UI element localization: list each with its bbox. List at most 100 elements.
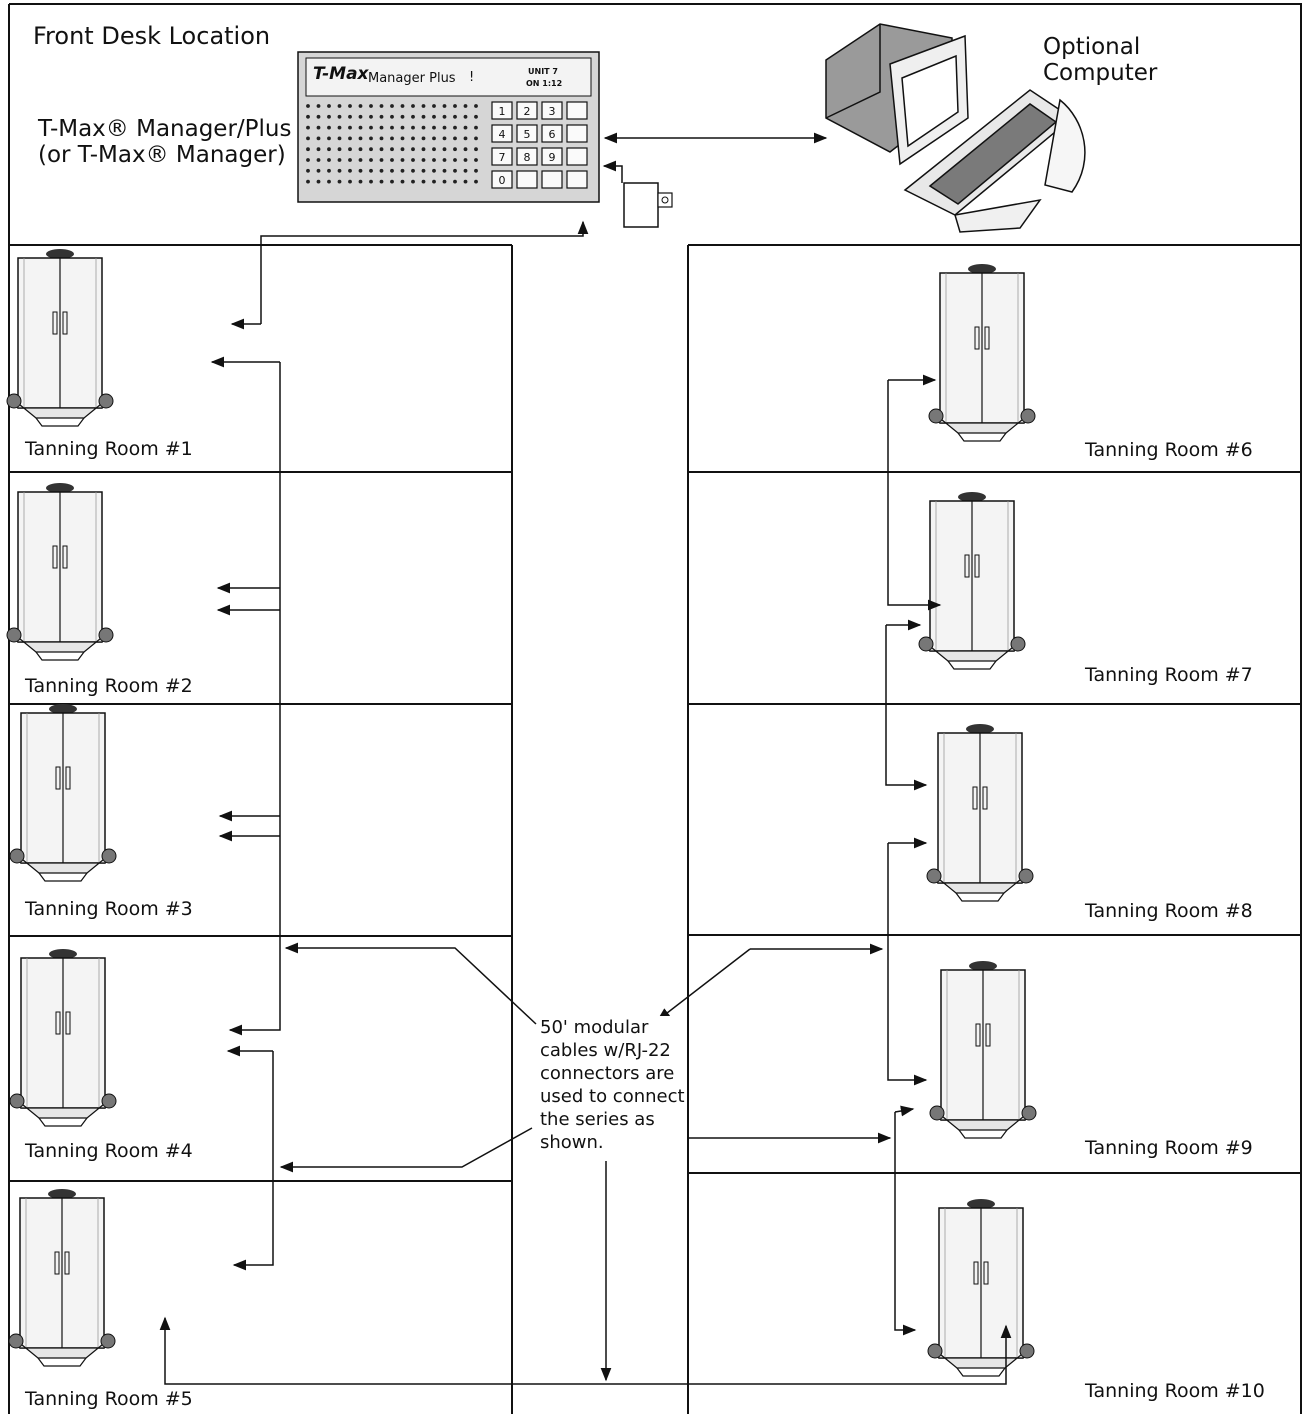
keypad-key — [541, 101, 563, 120]
room-label-7: Tanning Room #7 — [1085, 664, 1253, 686]
cable-note-line: the series as — [540, 1109, 655, 1130]
tanning-booth — [6, 248, 114, 427]
keypad-key — [516, 124, 538, 143]
room-label-10: Tanning Room #10 — [1085, 1380, 1265, 1402]
unit-indicator-grid — [306, 104, 478, 184]
keypad-key — [541, 124, 563, 143]
unit-indicator — [390, 147, 394, 152]
unit-indicator — [474, 104, 478, 108]
tanning-booth — [9, 703, 117, 882]
tanning-booth — [6, 482, 114, 661]
tanning-booth — [926, 723, 1034, 902]
unit-indicator — [390, 125, 394, 130]
keypad-key-label: 8 — [524, 151, 531, 164]
keypad-key — [516, 101, 538, 120]
unit-indicator — [442, 104, 447, 108]
unit-indicator — [358, 136, 363, 141]
unit-indicator — [348, 114, 352, 119]
unit-indicator — [453, 114, 457, 119]
manager-model: Manager Plus — [368, 71, 456, 86]
unit-indicator — [316, 168, 321, 173]
unit-indicator — [358, 147, 363, 152]
keypad-key-label: 4 — [499, 128, 506, 141]
unit-indicator — [390, 136, 394, 141]
keypad-key — [516, 147, 538, 166]
unit-indicator — [474, 147, 478, 152]
unit-indicator — [463, 104, 468, 108]
unit-indicator — [348, 125, 352, 130]
room-label-1: Tanning Room #1 — [25, 438, 193, 460]
unit-indicator — [327, 147, 331, 152]
cable-line — [656, 948, 751, 1021]
unit-indicator — [358, 114, 363, 119]
unit-indicator — [474, 179, 478, 184]
manager-brand: T-Max — [313, 64, 369, 84]
unit-indicator — [463, 179, 468, 184]
unit-indicator — [390, 168, 394, 173]
unit-indicator — [306, 168, 310, 173]
unit-indicator — [348, 136, 352, 141]
unit-indicator — [358, 168, 363, 173]
unit-indicator — [379, 179, 384, 184]
manager-display-line2: ON 1:12 — [526, 79, 563, 88]
keypad-key — [541, 170, 563, 189]
room-label-3: Tanning Room #3 — [25, 898, 193, 920]
unit-indicator — [316, 158, 321, 162]
unit-indicator — [411, 179, 415, 184]
cable-line — [894, 1112, 917, 1336]
keypad-key-label: 6 — [549, 128, 556, 141]
unit-indicator — [337, 147, 342, 152]
room-label-5: Tanning Room #5 — [25, 1388, 193, 1410]
keypad-key-label: 3 — [549, 105, 556, 118]
cable-line — [279, 1127, 533, 1173]
unit-indicator — [411, 125, 415, 130]
keypad-key-label: 1 — [499, 105, 506, 118]
cable-note-line: used to connect — [540, 1086, 685, 1107]
keypad-key-label: 9 — [549, 151, 556, 164]
cable-line — [606, 1324, 1012, 1385]
cable-line — [887, 380, 942, 611]
cable-line — [260, 220, 589, 324]
unit-indicator — [400, 179, 405, 184]
keypad-key — [566, 124, 588, 143]
cable-note-line: cables w/RJ-22 — [540, 1040, 671, 1061]
unit-indicator — [390, 158, 394, 162]
unit-indicator — [453, 147, 457, 152]
unit-indicator — [316, 114, 321, 119]
unit-indicator — [432, 114, 436, 119]
unit-indicator — [348, 158, 352, 162]
keypad-key-label: 7 — [499, 151, 506, 164]
unit-indicator — [421, 136, 426, 141]
unit-indicator — [379, 104, 384, 108]
unit-indicator — [306, 136, 310, 141]
unit-indicator — [316, 147, 321, 152]
unit-indicator — [421, 179, 426, 184]
power-adapter — [623, 182, 659, 228]
unit-indicator — [369, 114, 373, 119]
unit-indicator — [474, 125, 478, 130]
unit-indicator — [327, 104, 331, 108]
room-label-4: Tanning Room #4 — [25, 1140, 193, 1162]
unit-indicator — [337, 104, 342, 108]
keypad-key — [516, 170, 538, 189]
unit-indicator — [421, 158, 426, 162]
unit-indicator — [348, 179, 352, 184]
unit-indicator — [369, 158, 373, 162]
cable-line — [228, 362, 281, 1036]
cable-line — [284, 942, 537, 1025]
unit-indicator — [369, 179, 373, 184]
tanning-booth — [927, 1198, 1035, 1377]
unit-indicator — [369, 136, 373, 141]
unit-indicator — [432, 136, 436, 141]
unit-indicator — [432, 179, 436, 184]
manager-label-line2: (or T-Max® Manager) — [38, 142, 286, 168]
unit-indicator — [463, 114, 468, 119]
unit-indicator — [474, 168, 478, 173]
unit-indicator — [400, 136, 405, 141]
unit-indicator — [442, 114, 447, 119]
manager-alert: ! — [469, 70, 475, 85]
tanning-booth — [929, 960, 1037, 1139]
unit-indicator — [369, 104, 373, 108]
unit-indicator — [453, 125, 457, 130]
